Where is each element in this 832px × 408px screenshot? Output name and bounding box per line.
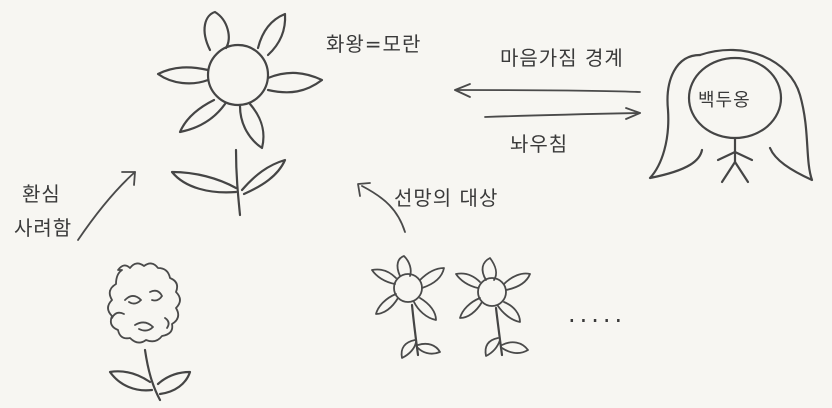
rose-flower (107, 262, 192, 402)
arrow-tempt (77, 171, 136, 241)
small-flower (455, 257, 531, 357)
small-flower-leaf (501, 341, 529, 354)
rose-bloom (107, 262, 181, 344)
small-flower-leaf (484, 337, 501, 357)
small-flower-petal (455, 272, 481, 289)
peony-petal (256, 12, 287, 57)
rose-stem (143, 348, 162, 402)
rose-leaf (156, 370, 192, 396)
peony-petal (266, 71, 324, 94)
label-seduce: 마음가짐 경계 (500, 46, 624, 70)
small-flower-petal (503, 272, 531, 291)
arrow-tempt-head (121, 171, 136, 186)
peony-petal (178, 98, 227, 134)
rose-curl (111, 311, 125, 319)
baekduong-legs (720, 160, 750, 184)
label-baekduong: 백두옹 (698, 90, 751, 111)
small-flower-stem (410, 303, 420, 357)
baekduong-hair-left (648, 53, 704, 180)
baekduong-figure (648, 48, 814, 184)
small-flower-leaf (417, 342, 441, 355)
peony-leaf (240, 158, 287, 196)
peony-center (206, 43, 270, 107)
small-flower-petal (459, 297, 483, 319)
label-tempt-line1: 환심 (22, 182, 61, 206)
rose-curl (124, 295, 142, 305)
peony-leaf (170, 170, 238, 194)
rose-curl (164, 317, 170, 329)
baekduong-hair-right (698, 48, 814, 182)
label-target: 선망의 대상 (394, 186, 499, 210)
small-flower-petal (497, 301, 521, 323)
small-flower-petal (371, 268, 397, 285)
arrow-target (361, 185, 406, 233)
peony-stem (234, 148, 242, 217)
small-flower-petal (481, 257, 497, 281)
small-flower-petal (419, 267, 445, 289)
label-king-flower: 화왕=모란 (326, 32, 422, 56)
peony-petal (238, 102, 265, 150)
arrow-seduce-head (454, 83, 471, 98)
label-ellipsis: ..... (568, 300, 627, 328)
small-flower-stem (494, 306, 504, 357)
baekduong-arms (716, 150, 754, 162)
peony-petal (156, 66, 210, 85)
small-flower-center (477, 277, 507, 307)
rose-leaf (108, 370, 154, 392)
small-flower-petal (413, 297, 437, 321)
arrow-seduce (454, 89, 641, 93)
small-flower-petal (396, 255, 412, 277)
small-flower-leaf (400, 339, 417, 359)
arrow-advise (484, 112, 641, 118)
rose-curl (149, 289, 163, 302)
label-tempt-line2: 사려함 (14, 216, 73, 240)
peony-king-flower (156, 10, 324, 217)
arrow-target-head (357, 182, 371, 197)
small-flower-petal (375, 293, 399, 315)
arrow-advise-head (625, 107, 641, 120)
rose-curl (134, 321, 154, 332)
label-advise: 놔우침 (510, 132, 569, 156)
peony-petal (203, 10, 230, 52)
small-flower (371, 255, 445, 359)
